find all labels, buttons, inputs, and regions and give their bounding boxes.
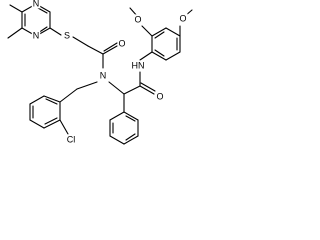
bond-skeleton (7, 3, 193, 145)
atom-label-backdrop (130, 60, 146, 71)
atom-label-backdrop (62, 30, 72, 41)
atom-label-o: O (156, 91, 163, 101)
atom-label-o: O (179, 13, 186, 23)
atom-label-n: N (100, 70, 107, 80)
atom-labels: N N S O N O O HN Cl O (31, 0, 188, 145)
molecule-diagram: N N S O N O O HN Cl O (7, 0, 193, 145)
atom-label-nh: HN (132, 60, 145, 70)
atom-label-s: S (64, 30, 70, 40)
atom-label-backdrop (31, 0, 41, 9)
atom-label-o: O (118, 38, 125, 48)
atom-label-backdrop (178, 13, 188, 24)
atom-label-backdrop (98, 70, 108, 81)
atom-label-backdrop (65, 134, 77, 145)
atom-label-backdrop (133, 14, 143, 25)
atom-label-o: O (134, 14, 141, 24)
atom-label-backdrop (31, 30, 41, 41)
atom-label-backdrop (155, 91, 165, 102)
atom-label-cl: Cl (67, 134, 76, 144)
atom-label-backdrop (117, 38, 127, 49)
atom-label-n: N (33, 0, 40, 8)
atom-label-n: N (33, 30, 40, 40)
